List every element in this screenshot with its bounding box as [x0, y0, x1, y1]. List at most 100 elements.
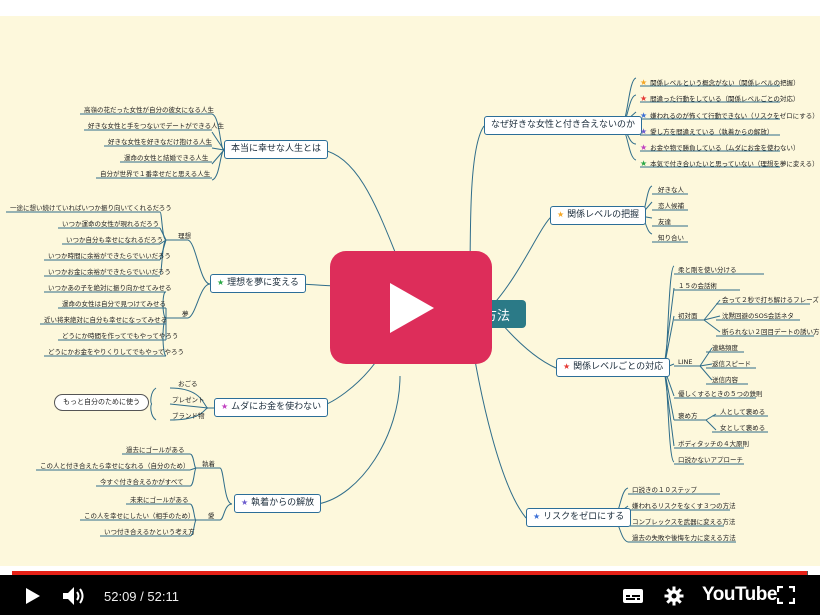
money-note: もっと自分のために使う — [54, 394, 149, 411]
branch-per-level: ★関係レベルごとの対応 — [556, 358, 671, 377]
per-level-item: ボディタッチの４大原則 — [678, 440, 750, 448]
volume-button[interactable] — [62, 586, 86, 611]
gear-icon — [664, 586, 684, 606]
risk-item: 嫌われるリスクをなくす３つの方法 — [632, 502, 736, 510]
star-icon: ★ — [563, 362, 571, 371]
branch-dream-label: 理想を夢に変える — [227, 278, 299, 288]
happy-item: 好きな女性と手をつないでデートができる人生 — [88, 122, 225, 130]
time-separator: / — [136, 589, 148, 604]
per-level-item: 柔と剛を使い分ける — [678, 266, 737, 274]
attach-item: 過去にゴールがある — [126, 446, 185, 454]
dream-label: 夢 — [182, 310, 189, 318]
play-icon — [26, 588, 40, 604]
love-item: 未来にゴールがある — [130, 496, 189, 504]
branch-level: ★関係レベルの把握 — [550, 206, 647, 225]
star-icon: ★ — [557, 210, 565, 219]
ideal-item: いつか運命の女性が現れるだろう — [62, 220, 160, 228]
attach-item: 今すぐ付き合えるかがすべて — [100, 478, 184, 486]
attach-item: この人と付き合えたら幸せになれる（自分のため） — [40, 462, 190, 470]
praise-item: 女として褒める — [720, 424, 766, 432]
love-item: この人を幸せにしたい（相手のため） — [84, 512, 195, 520]
why-item-5: ★お金や物で勝負している（ムダにお金を使わない） — [638, 143, 801, 153]
star-icon: ★ — [241, 498, 249, 507]
line-item: 連絡頻度 — [712, 344, 738, 352]
fullscreen-button[interactable] — [776, 585, 796, 609]
why-item-label: 関係レベルという概念がない（関係レベルの把握） — [650, 79, 800, 87]
branch-happy-label: 本当に幸せな人生とは — [231, 144, 322, 154]
branch-why-label: なぜ好きな女性と付き合えないのか — [491, 120, 636, 130]
why-item-label: お金や物で勝負している（ムダにお金を使わない） — [650, 144, 800, 152]
time-display: 52:09 / 52:11 — [104, 589, 179, 604]
level-item: 好きな人 — [658, 186, 684, 194]
fullscreen-icon — [776, 585, 796, 605]
branch-attach: ★執着からの解放 — [234, 494, 322, 513]
branch-dream: ★理想を夢に変える — [210, 274, 306, 293]
attach-label: 執着 — [202, 460, 215, 468]
top-bar — [0, 0, 820, 16]
why-item-3: ★嫌われるのが怖くて行動できない（リスクをゼロにする） — [638, 111, 820, 121]
why-item-4: ★愛し方を間違えている（執着からの解放） — [638, 127, 775, 137]
level-item: 友達 — [658, 218, 671, 226]
branch-why: なぜ好きな女性と付き合えないのか — [484, 116, 643, 135]
play-control-button[interactable] — [24, 587, 42, 610]
ideal-label: 理想 — [178, 232, 191, 240]
dream-item: いつかあの子を絶対に振り向かせてみせる — [48, 284, 172, 292]
per-level-item: LINE — [678, 358, 693, 366]
ideal-item: 一途に想い続けていればいつか振り向いてくれるだろう — [10, 204, 172, 212]
love-item: いつ付き合えるかという考え方 — [104, 528, 195, 536]
per-level-item: 口説かないアプローチ — [678, 456, 743, 464]
star-icon: ★ — [640, 143, 648, 152]
branch-per-level-label: 関係レベルごとの対応 — [573, 362, 664, 372]
subtitles-button[interactable] — [622, 587, 644, 610]
dream-item: 近い将来絶対に自分も幸せになってみせる — [44, 316, 168, 324]
why-item-label: 間違った行動をしている（関係レベルごとの対応） — [650, 95, 800, 103]
volume-icon — [63, 587, 84, 605]
star-icon: ★ — [221, 402, 229, 411]
ideal-item: いつかお金に余裕ができたらでいいだろう — [48, 268, 171, 276]
branch-money: ★ムダにお金を使わない — [214, 398, 329, 417]
star-icon: ★ — [533, 512, 541, 521]
line-item: 返信スピード — [712, 360, 751, 368]
control-bar: 52:09 / 52:11 YouTube — [0, 575, 820, 615]
happy-item: 自分が世界で１番幸せだと思える人生 — [100, 170, 211, 178]
dream-item: 運命の女性は自分で見つけてみせる — [62, 300, 166, 308]
play-icon — [390, 282, 434, 333]
star-icon: ★ — [640, 94, 648, 103]
ideal-item: いつか自分も幸せになれるだろう — [66, 236, 164, 244]
why-item-label: 本気で付き合いたいと思っていない（理想を夢に変える） — [650, 160, 819, 168]
mindmap-canvas: 方法 なぜ好きな女性と付き合えないのか ★関係レベルという概念がない（関係レベル… — [0, 16, 820, 566]
love-label: 愛 — [208, 512, 215, 520]
praise-item: 人として褒める — [720, 408, 766, 416]
youtube-logo[interactable]: YouTube — [702, 584, 777, 605]
progress-bar[interactable] — [12, 571, 808, 575]
per-level-item: 褒め方 — [678, 412, 698, 420]
subtitles-icon — [623, 589, 643, 603]
why-item-1: ★関係レベルという概念がない（関係レベルの把握） — [638, 78, 802, 88]
dream-item: どうにかお金をやりくりしてでもやってやろう — [48, 348, 184, 356]
risk-item: コンプレックスを武器に変える方法 — [632, 518, 736, 526]
first-meeting-item: 断られない２回目デートの誘い方 — [722, 328, 820, 336]
star-icon: ★ — [640, 111, 648, 120]
risk-item: 過去の失敗や後悔を力に変える方法 — [632, 534, 736, 542]
money-item: ブランド物 — [172, 412, 205, 420]
money-item: おごる — [178, 380, 198, 388]
per-level-item: １５の会話術 — [678, 282, 717, 290]
star-icon: ★ — [640, 127, 648, 136]
branch-money-label: ムダにお金を使わない — [231, 402, 322, 412]
branch-happy: 本当に幸せな人生とは — [224, 140, 329, 159]
first-meeting-item: 会って２秒で打ち解けるフレーズ — [722, 296, 819, 304]
level-item: 恋人候補 — [658, 202, 684, 210]
dream-item: どうにか時間を作ってでもやってやろう — [62, 332, 179, 340]
happy-item: 高嶺の花だった女性が自分の彼女になる人生 — [84, 106, 214, 114]
branch-attach-label: 執着からの解放 — [251, 498, 315, 508]
why-item-2: ★間違った行動をしている（関係レベルごとの対応） — [638, 94, 801, 104]
first-meeting-item: 沈黙回避のSOS会話ネタ — [722, 312, 794, 320]
play-button[interactable] — [330, 251, 492, 364]
star-icon: ★ — [217, 278, 225, 287]
branch-level-label: 関係レベルの把握 — [567, 210, 640, 220]
line-item: 送信内容 — [712, 376, 738, 384]
settings-button[interactable] — [664, 586, 684, 611]
happy-item: 好きな女性を好きなだけ抱ける人生 — [108, 138, 212, 146]
current-time: 52:09 — [104, 589, 137, 604]
